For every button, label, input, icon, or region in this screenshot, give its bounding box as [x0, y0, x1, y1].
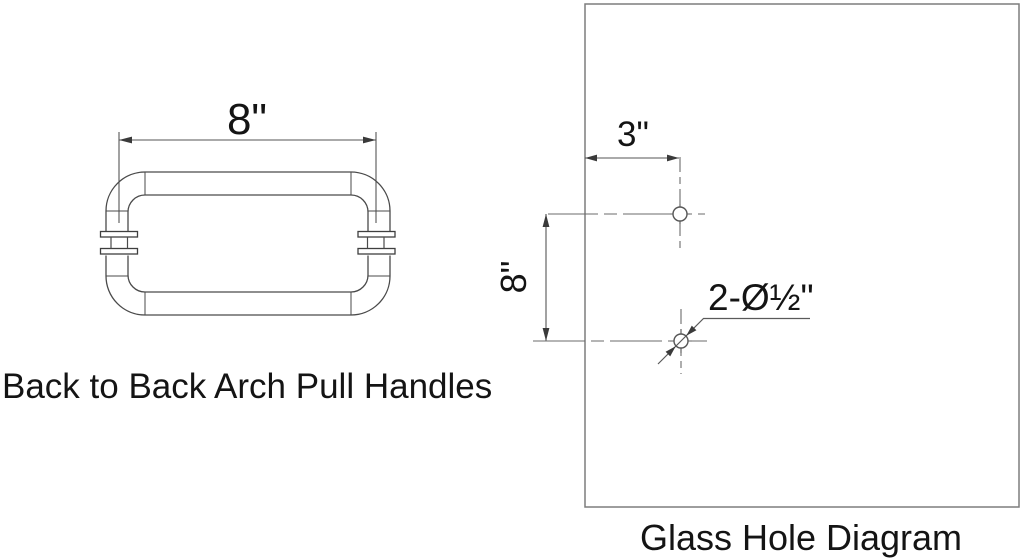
edge-offset-dimension-label: 3" — [617, 115, 649, 154]
leader-arrow-upper — [686, 325, 697, 336]
dimension-arrow-right — [667, 154, 679, 162]
handle-drawing: 8" — [2, 95, 492, 406]
handle-mounting-washers — [99, 230, 396, 255]
dimension-arrow-left — [119, 136, 132, 144]
dimension-arrow-right — [363, 136, 376, 144]
dimension-arrow-top — [542, 214, 550, 227]
glass-hole-diagram: 3" 8" — [493, 3, 1020, 558]
handle-length-dimension-label: 8" — [227, 95, 267, 144]
hole-callout-label: 2-Ø½" — [708, 277, 814, 318]
hole-spacing-dimension-label: 8" — [493, 261, 534, 294]
lower-tube-outer-outline — [105, 255, 391, 316]
washer — [357, 230, 396, 238]
dimension-arrow-bottom — [542, 328, 550, 341]
glass-diagram-caption: Glass Hole Diagram — [640, 517, 962, 558]
drill-hole-circle — [672, 206, 688, 222]
washer — [99, 230, 139, 238]
upper-tube-inner-outline — [127, 194, 369, 232]
edge-offset-dimension: 3" — [585, 115, 679, 162]
washer — [99, 247, 139, 255]
hole-spacing-dimension: 8" — [493, 214, 550, 341]
washer — [357, 247, 396, 255]
leader-arrow-lower — [665, 346, 676, 357]
upper-tube-outer-outline — [105, 171, 391, 232]
dimension-arrow-left — [585, 154, 597, 162]
glass-panel-outline — [584, 3, 1020, 508]
callout-leader-line — [657, 317, 810, 365]
handle-length-dimension: 8" — [118, 95, 377, 223]
handle-upper-tube — [105, 171, 391, 232]
handle-lower-tube — [105, 255, 391, 316]
lower-tube-inner-outline — [127, 255, 369, 293]
handle-caption: Back to Back Arch Pull Handles — [2, 367, 492, 406]
hole-bottom: 2-Ø½" — [533, 277, 814, 374]
hole-top — [548, 157, 705, 252]
